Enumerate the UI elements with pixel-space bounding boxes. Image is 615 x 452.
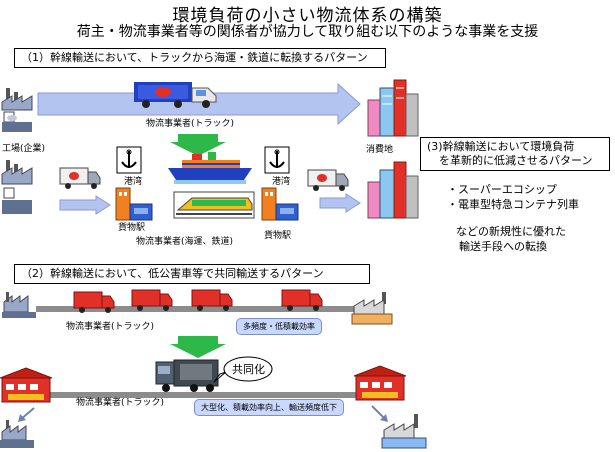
red-truck-icon-1 bbox=[73, 291, 115, 313]
factory-icon-bottom bbox=[1, 160, 33, 214]
joint-truck-icon bbox=[155, 359, 219, 392]
truck-route-arrow-shape bbox=[37, 82, 361, 126]
station-icon-left bbox=[115, 187, 153, 221]
factory-icon-p2-bottom-right bbox=[381, 414, 427, 449]
pattern3-note-1: などの新規性に優れた bbox=[456, 225, 566, 238]
pattern3-item-2: ・電車型特急コンテナ列車 bbox=[447, 198, 579, 211]
pattern2-label: （2）幹線輸送において、低公害車等で共同輸送するパターン bbox=[21, 267, 324, 280]
shift-down-arrow-1 bbox=[170, 134, 226, 156]
sea-rail-label: 物流事業者(海運、鉄道) bbox=[136, 237, 234, 247]
station-label-right: 貨物駅 bbox=[264, 231, 292, 241]
page-title: 環境負荷の小さい物流体系の構築 bbox=[172, 6, 443, 26]
p2-truck-label-top: 物流事業者(トラック) bbox=[66, 322, 155, 332]
factory-label: 工場(企業) bbox=[2, 144, 46, 154]
depot-icon-left bbox=[0, 367, 53, 403]
top-truck-label: 物流事業者(トラック) bbox=[146, 119, 235, 129]
p2-truck-label-bottom: 物流事業者(トラック) bbox=[76, 398, 165, 408]
pattern3-note-2: 輸送手段への転換 bbox=[459, 240, 547, 253]
red-truck-icon-3 bbox=[191, 289, 233, 311]
top-truck-icon bbox=[134, 82, 217, 108]
diag-arrow-right bbox=[371, 405, 388, 422]
port-label-right: 港湾 bbox=[272, 177, 291, 187]
small-truck-icon-right bbox=[307, 169, 349, 191]
city-icon-top bbox=[367, 79, 419, 137]
pattern3-item-1: ・スーパーエコシップ bbox=[447, 183, 557, 196]
pattern1-label-box: （1）幹線輸送において、トラックから海運・鉄道に転換するパターン bbox=[14, 48, 386, 68]
factory-icon-p2-bottom-left bbox=[0, 420, 34, 448]
station-icon-right bbox=[261, 187, 299, 221]
depot-icon-right bbox=[353, 365, 407, 401]
p2-pill-top: 多頻度・低積載効率 bbox=[236, 318, 322, 335]
factory-icon-top bbox=[1, 88, 33, 132]
ship-icon bbox=[168, 152, 252, 184]
to-port-arrow bbox=[59, 195, 111, 215]
p2-pill-bottom: 大型化、積載効率向上、輸送頻度低下 bbox=[194, 399, 344, 416]
diag-arrow-left bbox=[18, 407, 35, 422]
consumer-label: 消費地 bbox=[366, 145, 394, 155]
joint-label: 共同化 bbox=[232, 363, 265, 376]
red-truck-icon-2 bbox=[131, 289, 173, 311]
road-bar-bottom-shape bbox=[44, 392, 368, 398]
small-truck-icon-left bbox=[59, 167, 101, 189]
city-icon-bottom bbox=[367, 161, 419, 219]
port-icon-left bbox=[116, 146, 142, 174]
joint-callout-bubble bbox=[213, 356, 273, 383]
port-label-left: 港湾 bbox=[124, 177, 143, 187]
page-subtitle: 荷主・物流事業者等の関係者が協力して取り組む以下のような事業を支援 bbox=[76, 24, 539, 40]
shift-down-arrow-2 bbox=[170, 336, 226, 358]
pattern3-label-line1: (3)幹線輸送において環境負荷 bbox=[427, 140, 575, 153]
port-icon-right bbox=[264, 146, 290, 174]
pattern2-label-box: （2）幹線輸送において、低公害車等で共同輸送するパターン bbox=[14, 264, 370, 284]
factory-icon-p2-right bbox=[351, 292, 393, 325]
station-label-left: 貨物駅 bbox=[118, 223, 146, 233]
red-truck-icon-4 bbox=[281, 289, 323, 311]
road-bar-top-shape bbox=[36, 306, 372, 312]
pattern3-label-box: (3)幹線輸送において環境負荷 を革新的に低減させるパターン bbox=[420, 137, 610, 171]
pattern3-label-line2: を革新的に低減させるパターン bbox=[439, 154, 593, 167]
to-consumer-arrow bbox=[319, 193, 361, 213]
train-icon bbox=[173, 191, 255, 219]
factory-icon-p2-top bbox=[2, 292, 36, 318]
pattern1-label: （1）幹線輸送において、トラックから海運・鉄道に転換するパターン bbox=[21, 51, 368, 64]
